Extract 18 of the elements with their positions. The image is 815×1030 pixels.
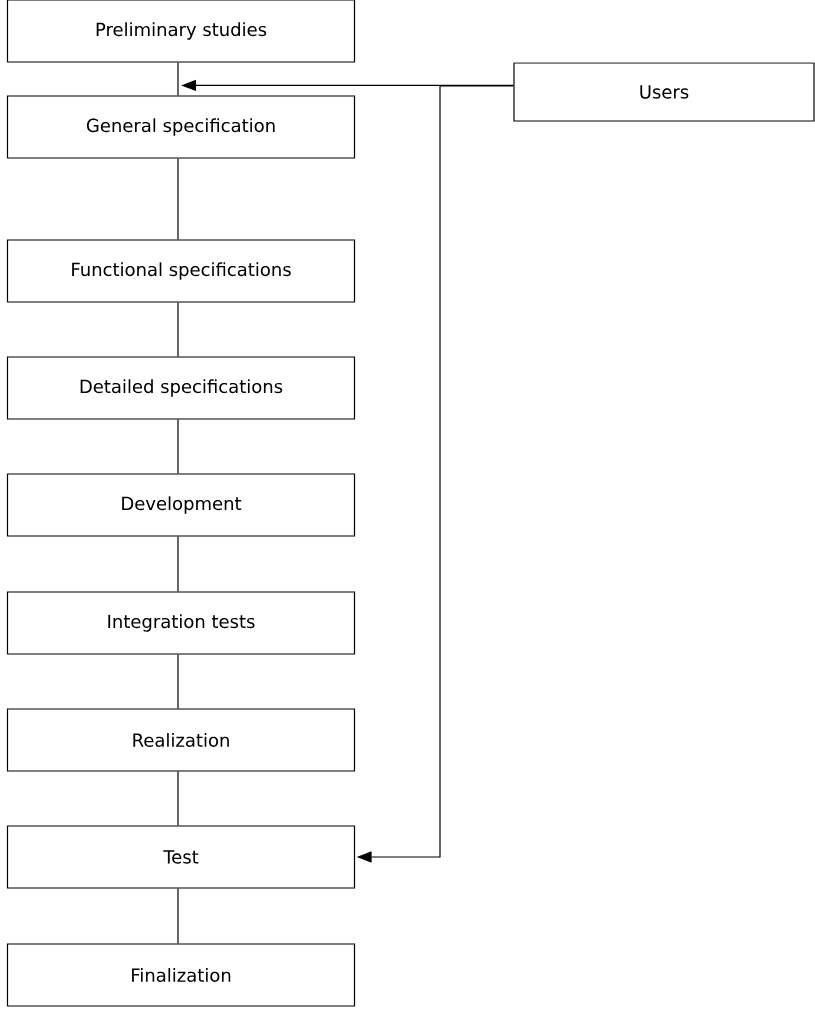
process-box: Preliminary studies [6, 0, 356, 63]
connector-line [177, 654, 179, 709]
connector-line [177, 158, 179, 240]
process-box: Test [6, 825, 356, 889]
connector-line [177, 536, 179, 592]
process-box: Users [513, 62, 815, 122]
connector-line [177, 419, 179, 474]
process-box: Finalization [6, 943, 356, 1007]
connector-line [177, 62, 179, 96]
process-box: Detailed specifications [6, 356, 356, 420]
process-box: Functional specifications [6, 239, 356, 303]
connector-line [177, 771, 179, 826]
process-box: General specification [6, 95, 356, 159]
process-box: Development [6, 473, 356, 537]
connector-line [177, 302, 179, 357]
process-box: Integration tests [6, 591, 356, 655]
process-box: Realization [6, 708, 356, 772]
connector-line [177, 888, 179, 944]
